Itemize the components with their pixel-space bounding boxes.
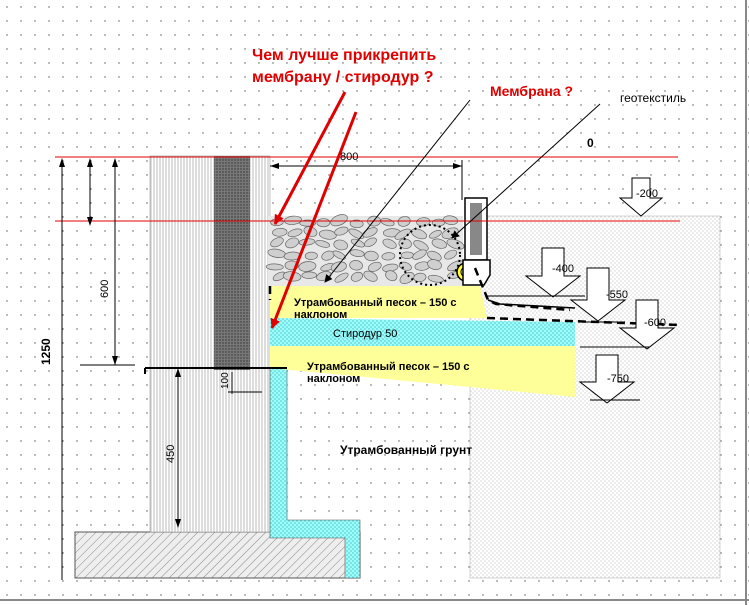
gravel-stone (381, 252, 396, 261)
gravel-stone (304, 251, 318, 260)
gravel-stone (367, 261, 382, 272)
gravel-stone (265, 263, 284, 271)
gravel-stone (349, 219, 364, 229)
level-400: -400 (552, 263, 574, 275)
level-750: -750 (607, 373, 629, 385)
gravel-stone (332, 250, 346, 260)
gravel-stone (350, 271, 364, 282)
gravel-stone (431, 238, 447, 249)
gravel-stone (394, 228, 411, 240)
gravel-stone (298, 261, 317, 272)
level-200: -200 (636, 188, 658, 200)
gravel-stone (315, 240, 331, 248)
sand-1-label-cont: наклоном (294, 309, 347, 321)
gravel-stone (285, 237, 300, 249)
gravel-stone (301, 271, 317, 279)
gravel-stone (364, 237, 377, 248)
level-zero: 0 (587, 136, 594, 150)
sand-layer-2 (270, 346, 575, 397)
gravel-stone (333, 239, 348, 251)
styrodur-vertical (269, 367, 361, 579)
red-arrow-styrodur (270, 111, 358, 329)
dim-width-top: 800 (340, 151, 358, 163)
gravel-stone (412, 249, 427, 260)
gravel-stone (318, 229, 337, 240)
gravel-stone (427, 274, 444, 283)
dim-footing-height: 450 (165, 445, 177, 463)
gravel-stone (427, 259, 442, 270)
geotextile-wrap (399, 224, 461, 286)
gravel-stone (364, 250, 379, 262)
gravel-stone (444, 249, 458, 260)
styrodur-label: Стиродур 50 (333, 328, 397, 340)
gravel-stone (272, 227, 288, 237)
gravel-stone (398, 238, 412, 249)
gravel-stone (350, 238, 365, 248)
membrane-pointer (324, 99, 471, 283)
sand-1-label: Утрамбованный песок – 150 с (294, 297, 457, 309)
sand-layer-1 (270, 286, 487, 318)
gravel-stone (287, 228, 303, 238)
gravel-stone (413, 240, 429, 252)
question-line-1: Чем лучше прикрепить (252, 47, 436, 64)
question-line-2: мембрану / стиродур ? (252, 69, 434, 86)
sand-2-label: Утрамбованный песок – 150 с (307, 361, 470, 373)
dim-wall-gap: 100 (220, 372, 231, 389)
level-600: -600 (644, 317, 666, 329)
geotextile-label: геотекстиль (620, 91, 686, 105)
gravel-stone (330, 214, 348, 227)
gravel-area (265, 214, 465, 286)
gravel-stone (270, 237, 284, 248)
dim-total-height: 1250 (39, 338, 53, 365)
gravel-stone (413, 272, 427, 283)
sand-2-label-cont: наклоном (307, 373, 360, 385)
styrodur-horizontal (270, 318, 575, 346)
gravel-stone (349, 249, 365, 258)
level-arrows (524, 177, 676, 404)
gravel-stone (399, 272, 415, 284)
gravel-stone (385, 270, 398, 282)
gravel-stone (400, 251, 414, 259)
gravel-stone (428, 230, 442, 239)
foundation-wall (149, 155, 271, 533)
gravel-stone (363, 270, 378, 282)
dimension-lines (61, 160, 462, 580)
gravel-stone (348, 228, 365, 239)
level-550: -550 (606, 289, 628, 301)
gravel-stone (334, 226, 349, 236)
gravel-stone (316, 218, 331, 228)
red-arrow-membrane (273, 91, 347, 225)
membrane-label: Мембрана ? (490, 83, 573, 99)
gravel-stone (380, 218, 395, 227)
footing-base (74, 531, 361, 579)
geotextile-pointer (451, 103, 601, 239)
gravel-stone (382, 238, 397, 249)
dim-mid-height: 600 (99, 280, 111, 298)
insulation-layer-dark (214, 156, 250, 370)
gravel-stone (349, 260, 363, 271)
gravel-stone (334, 272, 349, 283)
soil-label: Утрамбованный грунт (340, 443, 472, 457)
